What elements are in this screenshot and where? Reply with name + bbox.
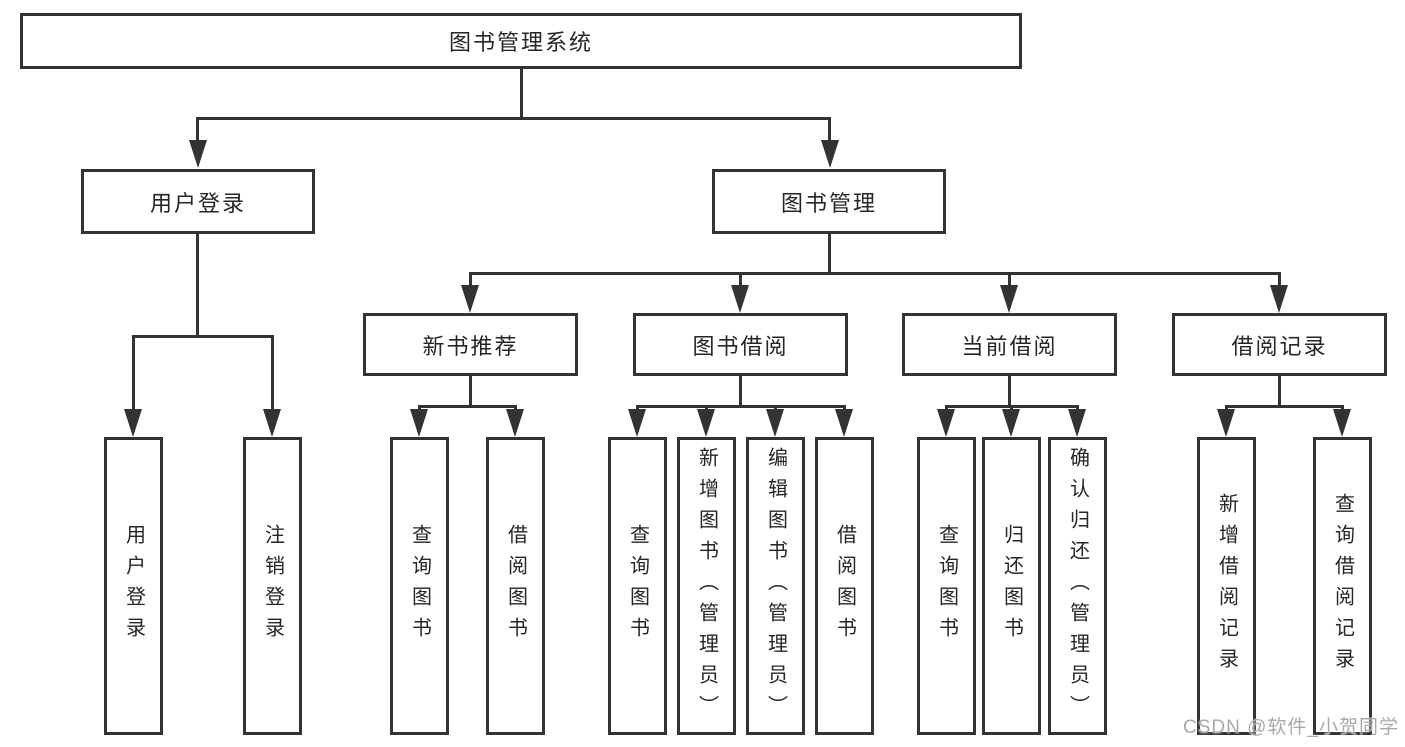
- connector-line: [1278, 272, 1281, 288]
- leaf-records-add-record: 新增借阅记录: [1197, 437, 1256, 735]
- node-book-borrowing: 图书借阅: [633, 313, 848, 376]
- leaf-borrowing-add-books-admin: 新增图书（管理员）: [677, 437, 736, 735]
- arrowhead: [821, 140, 839, 168]
- connector-line: [132, 335, 274, 338]
- leaf-borrowing-query-books: 查询图书: [608, 437, 667, 735]
- leaf-label: 查询图书: [408, 524, 431, 648]
- connector-line: [1278, 376, 1281, 408]
- connector-line: [514, 405, 517, 412]
- leaf-records-query-record: 查询借阅记录: [1313, 437, 1372, 735]
- node-book-management: 图书管理: [712, 169, 946, 234]
- leaf-user-login: 用户登录: [104, 437, 163, 735]
- arrowhead: [1000, 285, 1018, 313]
- leaf-current-query-books: 查询图书: [917, 437, 976, 735]
- leaf-label: 确认归还（管理员）: [1066, 446, 1089, 726]
- connector-line: [1008, 376, 1011, 408]
- leaf-label: 借阅图书: [504, 524, 527, 648]
- arrowhead: [766, 409, 784, 437]
- connector-line: [520, 69, 523, 119]
- leaf-label: 归还图书: [1000, 524, 1023, 648]
- leaf-borrowing-edit-books-admin: 编辑图书（管理员）: [746, 437, 805, 735]
- leaf-label: 查询图书: [935, 524, 958, 648]
- arrowhead: [410, 409, 428, 437]
- connector-line: [469, 272, 472, 288]
- leaf-label: 注销登录: [261, 524, 284, 648]
- connector-line: [196, 233, 199, 338]
- connector-line: [739, 272, 742, 288]
- arrowhead: [263, 409, 281, 437]
- node-borrowing-records: 借阅记录: [1172, 313, 1387, 376]
- connector-line: [739, 376, 742, 408]
- leaf-logout: 注销登录: [243, 437, 302, 735]
- arrowhead: [1068, 409, 1086, 437]
- leaf-label: 查询图书: [626, 524, 649, 648]
- arrowhead: [1002, 409, 1020, 437]
- leaf-current-return-books: 归还图书: [982, 437, 1041, 735]
- connector-line: [271, 335, 274, 411]
- leaf-borrowing-borrow-books: 借阅图书: [815, 437, 874, 735]
- arrowhead: [124, 409, 142, 437]
- connector-line: [828, 233, 831, 275]
- connector-line: [132, 335, 135, 411]
- connector-line: [469, 376, 472, 408]
- leaf-label: 新增图书（管理员）: [695, 446, 718, 726]
- leaf-label: 借阅图书: [833, 524, 856, 648]
- connector-line: [705, 405, 708, 412]
- node-current-borrowing: 当前借阅: [902, 313, 1117, 376]
- arrowhead: [506, 409, 524, 437]
- arrowhead: [731, 285, 749, 313]
- connector-line: [418, 405, 517, 408]
- leaf-label: 用户登录: [122, 524, 145, 648]
- connector-line: [1008, 272, 1011, 288]
- arrowhead: [835, 409, 853, 437]
- csdn-watermark: CSDN @软件_小贺同学: [1183, 717, 1399, 738]
- connector-line: [828, 117, 831, 142]
- arrowhead: [461, 285, 479, 313]
- leaf-current-confirm-return-admin: 确认归还（管理员）: [1048, 437, 1107, 735]
- node-new-book-recommend: 新书推荐: [363, 313, 578, 376]
- connector-line: [636, 405, 846, 408]
- node-library-system: 图书管理系统: [20, 13, 1022, 69]
- leaf-label: 查询借阅记录: [1331, 493, 1354, 679]
- leaf-label: 编辑图书（管理员）: [764, 446, 787, 726]
- connector-line: [774, 405, 777, 412]
- arrowhead: [697, 409, 715, 437]
- connector-line: [843, 405, 846, 412]
- connector-line: [1225, 405, 1344, 408]
- connector-line: [636, 405, 639, 412]
- arrowhead: [189, 140, 207, 168]
- arrowhead: [1270, 285, 1288, 313]
- connector-line: [1341, 405, 1344, 412]
- connector-line: [196, 117, 199, 142]
- connector-line: [1076, 405, 1079, 412]
- connector-line: [196, 117, 831, 120]
- arrowhead: [1217, 409, 1235, 437]
- connector-line: [1225, 405, 1228, 412]
- leaf-newbook-query-books: 查询图书: [390, 437, 449, 735]
- node-user-login: 用户登录: [81, 169, 315, 234]
- connector-line: [1010, 405, 1013, 412]
- connector-line: [945, 405, 948, 412]
- connector-line: [418, 405, 421, 412]
- arrowhead: [1333, 409, 1351, 437]
- arrowhead: [628, 409, 646, 437]
- arrowhead: [937, 409, 955, 437]
- leaf-label: 新增借阅记录: [1215, 493, 1238, 679]
- leaf-newbook-borrow-books: 借阅图书: [486, 437, 545, 735]
- connector-line: [469, 272, 1281, 275]
